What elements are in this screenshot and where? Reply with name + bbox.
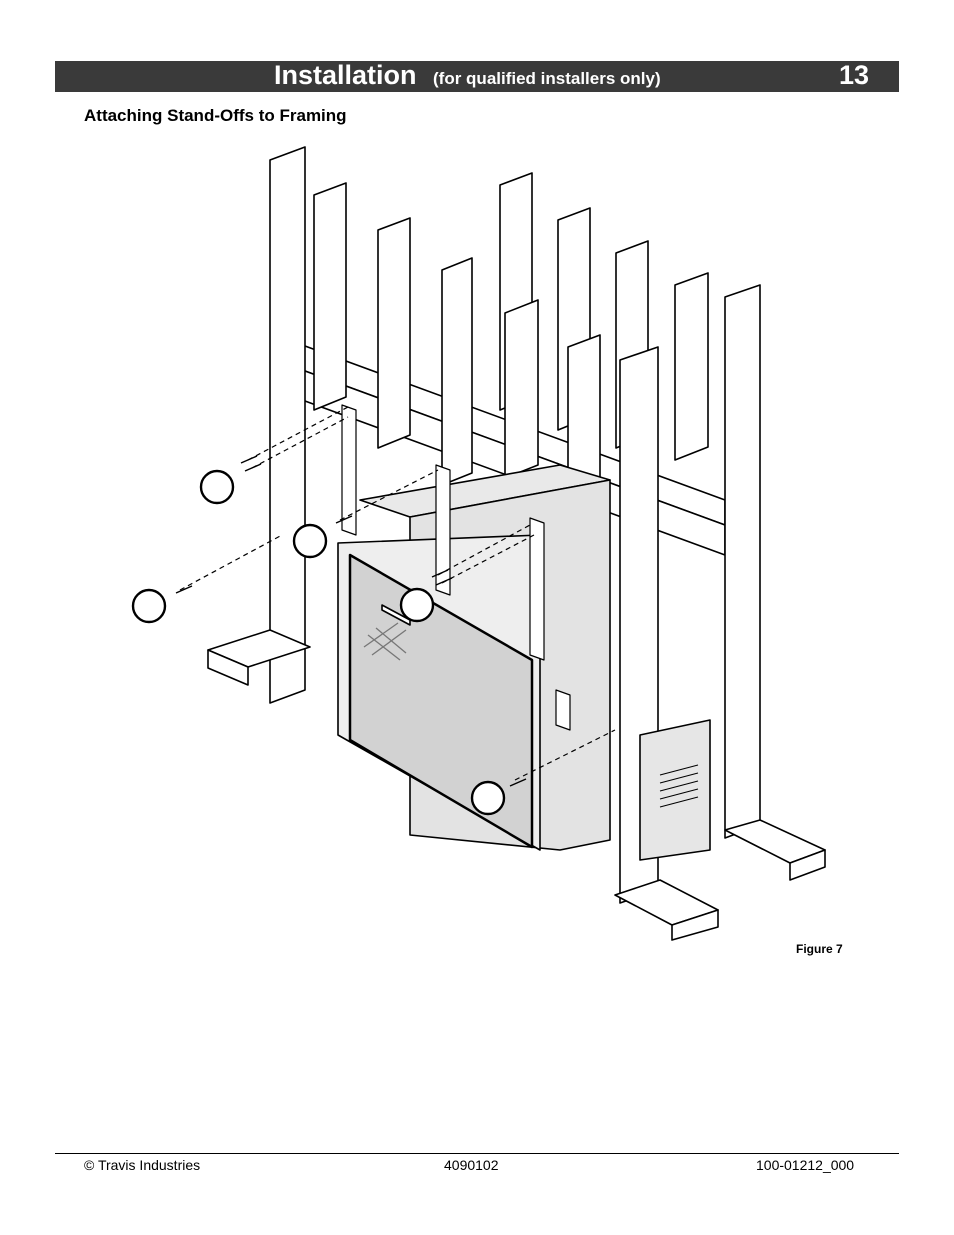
section-title: Installation [274,60,417,90]
control-box [639,719,711,861]
footer-copyright: © Travis Industries [84,1157,201,1173]
glass-marker-icon [363,622,407,661]
installation-figure [120,135,840,945]
callout-circle-3 [131,588,167,624]
callout-circle-2 [292,523,328,559]
section-heading: Attaching Stand-Offs to Framing [84,106,347,125]
screws [175,455,527,787]
framing-diagram [131,146,826,941]
footer-doc-number: 4090102 [444,1157,499,1173]
page-number: 13 [838,60,869,90]
figure-caption: Figure 7 [796,942,843,956]
page-header-bar: Installation (for qualified installers o… [55,60,899,92]
section-subtitle: (for qualified installers only) [433,69,661,88]
footer-part-number: 100-01212_000 [756,1157,855,1173]
callout-circle-1 [199,469,235,505]
left-stud [269,146,306,704]
vent-louvers [659,764,699,808]
footer-rule [55,1153,899,1154]
callout-circle-4 [399,587,435,623]
left-foot-front [207,649,249,686]
callout-circle-5 [470,780,506,816]
right-foot-front [671,909,719,941]
stand-off-straps [341,404,571,731]
back-studs [313,172,761,839]
screw-leaders [179,406,616,781]
glass-panel [348,553,534,849]
